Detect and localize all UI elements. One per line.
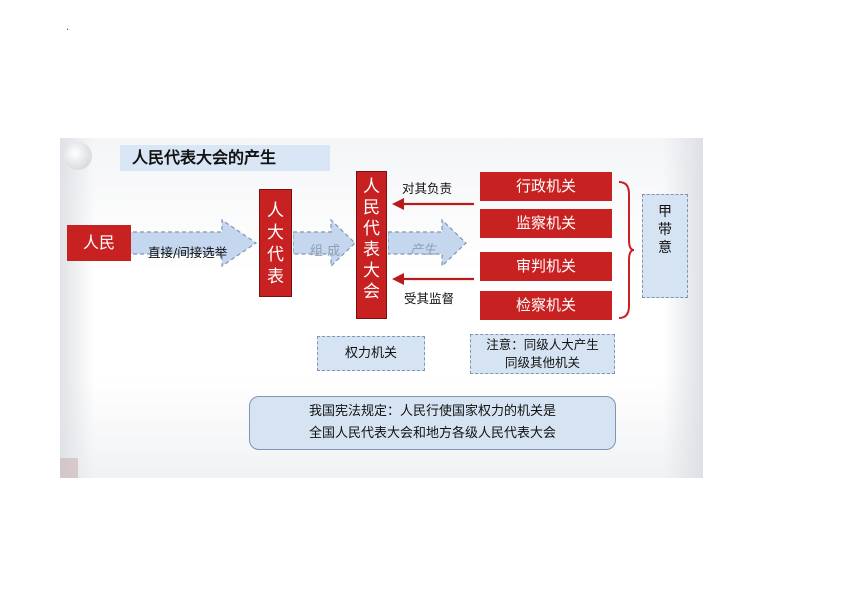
constitution-box: 我国宪法规定：人民行使国家权力的机关是 全国人民代表大会和地方各级人民代表大会 — [249, 396, 616, 450]
elect-arrow — [126, 218, 258, 268]
diagram-slide: 人民代表大会的产生 人民 直接/间接选举 组 成 人 大 代 表 产生 人 民 … — [60, 138, 703, 478]
elect-label: 直接/间接选举 — [148, 245, 228, 260]
vertical-note-box: 甲 带 意 — [642, 194, 688, 298]
note-line: 同级其他机关 — [504, 355, 580, 370]
left-edge-decoration — [60, 138, 94, 478]
produce-label: 产生 — [410, 243, 437, 258]
npc-char: 会 — [363, 282, 380, 302]
npc-char: 表 — [363, 240, 380, 260]
constitution-line: 我国宪法规定：人民行使国家权力的机关是 — [308, 404, 556, 419]
note-box: 注意：同级人大产生 同级其他机关 — [470, 334, 615, 374]
produce-arrow — [388, 218, 467, 268]
responsible-label: 对其负责 — [402, 181, 453, 196]
npc-delegates-char: 人 — [267, 201, 284, 221]
moon-icon — [64, 142, 92, 170]
supervise-arrow — [392, 273, 474, 285]
note-line: 注意：同级人大产生 — [486, 337, 599, 352]
vertical-note-char: 带 — [658, 222, 672, 238]
form-arrow — [293, 218, 356, 268]
npc-delegates-char: 代 — [267, 245, 284, 265]
npc-node: 人 民 代 表 大 会 — [356, 171, 387, 319]
page-mark: . — [66, 22, 70, 33]
judicial-organ: 审判机关 — [480, 252, 612, 281]
npc-delegates-node: 人 大 代 表 — [259, 189, 292, 297]
supervisory-organ: 监察机关 — [480, 209, 612, 238]
npc-delegates-char: 表 — [267, 267, 284, 287]
corner-decoration — [60, 458, 78, 478]
bracket — [618, 181, 635, 319]
vertical-note-char: 意 — [658, 240, 672, 256]
npc-char: 民 — [363, 198, 380, 218]
administrative-organ: 行政机关 — [480, 172, 612, 201]
people-node: 人民 — [67, 225, 131, 261]
power-organ-box: 权力机关 — [317, 336, 425, 371]
responsible-arrow — [392, 198, 474, 210]
vertical-note-char: 甲 — [658, 204, 672, 220]
supervise-label: 受其监督 — [404, 291, 455, 306]
form-label: 组 成 — [310, 244, 341, 259]
constitution-line: 全国人民代表大会和地方各级人民代表大会 — [308, 426, 556, 441]
procuratorial-organ: 检察机关 — [480, 291, 612, 320]
npc-char: 大 — [363, 261, 380, 281]
npc-char: 代 — [363, 219, 380, 239]
npc-delegates-char: 大 — [267, 223, 284, 243]
diagram-title: 人民代表大会的产生 — [120, 145, 330, 171]
right-edge-decoration — [663, 138, 703, 478]
npc-char: 人 — [363, 177, 380, 197]
